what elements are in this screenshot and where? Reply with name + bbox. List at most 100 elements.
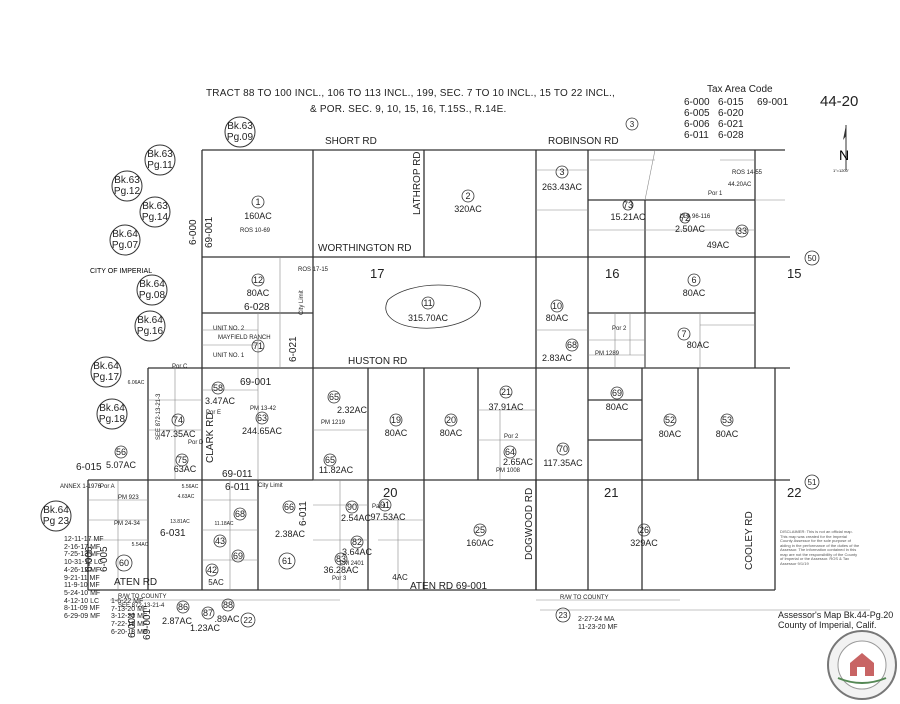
road-label: CLARK RD [205, 412, 216, 463]
svg-text:Bk.64: Bk.64 [112, 229, 138, 240]
svg-text:65: 65 [325, 455, 335, 465]
svg-text:Pg 23: Pg 23 [43, 516, 70, 527]
parcel: 862.87AC [162, 600, 193, 626]
svg-text:61: 61 [282, 556, 292, 566]
marker: 22 [240, 612, 256, 628]
svg-text:53: 53 [722, 415, 732, 425]
map-note: City Limit [299, 290, 305, 315]
svg-text:64: 64 [505, 447, 515, 457]
svg-text:Pg.09: Pg.09 [227, 132, 254, 143]
realtors-seal-logo [827, 630, 897, 700]
svg-text:70: 70 [558, 444, 568, 454]
svg-text:97.53AC: 97.53AC [370, 512, 406, 522]
acreage-label: 5.54AC [132, 542, 149, 548]
acreage-label: 5AC [208, 578, 224, 587]
map-note: MAYFIELD RANCH [218, 335, 271, 341]
parcel: 871.23AC [190, 606, 221, 633]
parcel: 91 97.53AC [370, 498, 406, 522]
tax-area-code: 69-001 [757, 97, 789, 108]
svg-text:58: 58 [213, 383, 223, 393]
map-code: 6-006 [84, 546, 95, 572]
parcel: 68 [233, 507, 247, 521]
map-note: Por E [206, 410, 221, 416]
svg-text:65: 65 [329, 392, 339, 402]
svg-text:2.32AC: 2.32AC [337, 405, 368, 415]
map-scale: 1"=1200' [833, 168, 849, 173]
parcel-11-shape [385, 284, 481, 329]
svg-text:Bk.63: Bk.63 [114, 175, 140, 186]
parcel: 583.47AC [205, 381, 236, 406]
svg-text:60: 60 [119, 558, 129, 568]
map-note: Por A [100, 484, 115, 490]
svg-text:68: 68 [235, 509, 245, 519]
svg-text:36.28AC: 36.28AC [323, 565, 359, 575]
svg-text:7: 7 [681, 329, 686, 339]
section-number: 22 [787, 485, 801, 500]
svg-text:Bk.63: Bk.63 [147, 149, 173, 160]
map-note: UNIT NO. 2 [213, 326, 245, 332]
svg-text:Pg.11: Pg.11 [147, 160, 173, 171]
svg-text:11.82AC: 11.82AC [319, 465, 354, 475]
tax-area-code: 6-011 [684, 130, 709, 141]
map-note: PM 923 [118, 495, 139, 501]
road-label: DOGWOOD RD [524, 488, 535, 560]
svg-text:Pg.12: Pg.12 [114, 186, 141, 197]
map-code: 6-000 [188, 219, 199, 245]
svg-text:2.83AC: 2.83AC [542, 353, 573, 363]
marker: 23 [555, 607, 571, 623]
map-note: ROS 14-55 [732, 170, 763, 176]
map-header-line1: TRACT 88 TO 100 INCL., 106 TO 113 INCL.,… [206, 88, 615, 99]
map-code: 6-004 [127, 612, 138, 638]
svg-text:2: 2 [465, 191, 470, 201]
map-note: Por 1 [708, 191, 723, 197]
svg-text:26: 26 [639, 525, 649, 535]
parcel: 823.64AC [342, 535, 373, 557]
map-note: PM 2401 [340, 561, 365, 567]
disclaimer: DISCLAIMER: This is not an official map.… [780, 529, 860, 566]
parcel: 60 [115, 554, 133, 572]
parcel: 902.54AC [341, 500, 372, 523]
map-note: Por 3 [332, 576, 347, 582]
svg-text:80AC: 80AC [716, 429, 739, 439]
svg-text:2.38AC: 2.38AC [275, 529, 306, 539]
map-code: 6-031 [160, 528, 186, 539]
svg-text:10: 10 [552, 301, 562, 311]
map-note: Por D [188, 440, 204, 446]
svg-text:Bk.64: Bk.64 [137, 315, 163, 326]
map-code: 6-005 [99, 546, 110, 572]
svg-text:15.21AC: 15.21AC [610, 212, 646, 222]
svg-text:Bk.64: Bk.64 [93, 361, 119, 372]
svg-text:80AC: 80AC [683, 288, 706, 298]
map-note: Por 2 [504, 434, 519, 440]
svg-text:Bk.64: Bk.64 [43, 505, 69, 516]
parcel: 2 320AC [454, 189, 482, 214]
svg-text:117.35AC: 117.35AC [543, 458, 583, 468]
svg-text:83: 83 [336, 554, 346, 564]
svg-text:91: 91 [380, 500, 390, 510]
svg-text:12: 12 [253, 275, 263, 285]
svg-text:Bk.63: Bk.63 [142, 201, 168, 212]
map-note: ROS 10-69 [240, 228, 271, 234]
svg-text:22: 22 [244, 616, 253, 625]
road-label: WORTHINGTON RD [318, 243, 412, 254]
marker: 3 [625, 117, 639, 131]
svg-text:320AC: 320AC [454, 204, 482, 214]
svg-text:68: 68 [567, 340, 577, 350]
svg-text:66: 66 [284, 502, 294, 512]
road-label: COOLEY RD [744, 511, 755, 570]
svg-text:86: 86 [178, 602, 188, 612]
svg-text:23: 23 [559, 611, 568, 620]
